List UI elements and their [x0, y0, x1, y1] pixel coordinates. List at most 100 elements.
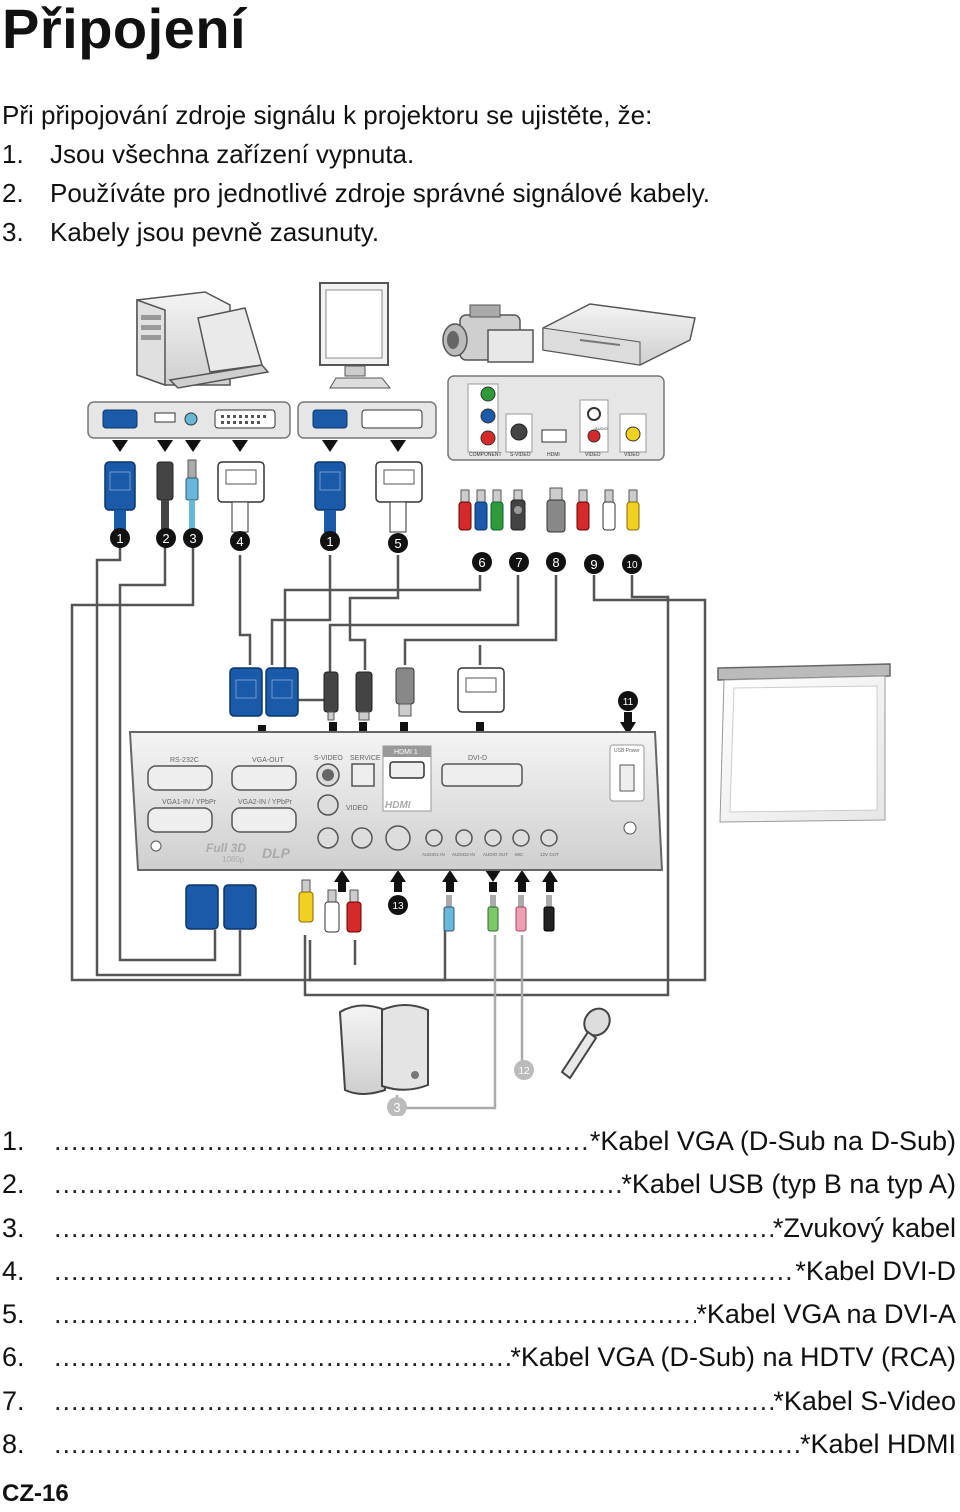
page-title: Připojení — [2, 0, 247, 60]
legend-item-number: 6. — [2, 1342, 25, 1373]
intro-item: 2. Používáte pro jednotlivé zdroje správn… — [2, 174, 710, 213]
hdmi-logo: HDMI — [385, 800, 411, 811]
av-port-panel: COMPONENT S-VIDEO HDMI VIDEO AUDIO VIDEO — [447, 375, 665, 461]
leader-dots — [54, 1213, 773, 1244]
legend-item-text: *Zvukový kabel — [772, 1212, 956, 1243]
src-hdmi-label: HDMI — [547, 452, 560, 458]
marker-label: 9 — [590, 557, 597, 572]
intro-block: Při připojování zdroje signálu k projekt… — [2, 96, 710, 252]
audio-jack-icon — [185, 459, 199, 530]
marker-label: 3 — [189, 531, 196, 546]
legend-item: 6. *Kabel VGA (D-Sub) na HDTV (RCA) — [2, 1342, 956, 1385]
src-video-label: VIDEO — [624, 452, 640, 458]
leader-dots — [54, 1299, 696, 1330]
connection-diagram: COMPONENT S-VIDEO HDMI VIDEO AUDIO VIDEO — [70, 282, 891, 1116]
microphone-image — [560, 1007, 611, 1080]
legend-item: 3. *Zvukový kabel — [2, 1213, 956, 1256]
legend-item: 8. *Kabel HDMI — [2, 1429, 956, 1472]
leader-dots — [54, 1126, 590, 1157]
cable-legend: 1.*Kabel VGA (D-Sub na D-Sub) 2. *Kabel U… — [2, 1126, 956, 1472]
page-number: CZ-16 — [2, 1480, 69, 1507]
legend-item-number: 8. — [2, 1429, 25, 1460]
vga1-in-port-label: VGA1-IN / YPbPr — [162, 799, 217, 806]
legend-item: 7.*Kabel S-Video — [2, 1386, 956, 1429]
hdmi1-port-label: HDMI 1 — [394, 749, 418, 756]
vga-connector-icon — [185, 884, 257, 930]
marker-label: 10 — [626, 560, 638, 571]
usb-connector-icon — [156, 461, 174, 532]
leader-dots — [54, 1429, 800, 1460]
src-component-label: COMPONENT — [469, 452, 502, 458]
intro-item-text: Používáte pro jednotlivé zdroje správné … — [50, 178, 711, 208]
pc-tower-image — [136, 291, 231, 387]
vga2-in-port-label: VGA2-IN / YPbPr — [238, 799, 293, 806]
leader-dots — [54, 1342, 510, 1373]
legend-item-text: *Kabel HDMI — [799, 1429, 956, 1460]
legend-item-number: 2. — [2, 1169, 25, 1200]
legend-item-number: 4. — [2, 1255, 25, 1286]
marker-label: 4 — [236, 534, 243, 549]
marker-label: 1 — [326, 534, 333, 549]
marker-label: 7 — [515, 555, 522, 570]
src-audio-label: AUDIO — [595, 426, 608, 431]
intro-lead: Při připojování zdroje signálu k projekt… — [2, 100, 653, 130]
legend-item: 5. *Kabel VGA na DVI-A — [2, 1299, 956, 1342]
leader-dots — [54, 1256, 795, 1287]
vga-connector-icon — [104, 461, 136, 535]
legend-item-text: *Kabel USB (typ B na typ A) — [621, 1169, 956, 1200]
dvi-d-port-label: DVI-D — [468, 755, 487, 762]
monitor-image — [319, 282, 392, 389]
service-port-label: SERVICE — [350, 755, 381, 762]
legend-item-text: *Kabel VGA na DVI-A — [696, 1299, 956, 1330]
svideo-port-label: S-VIDEO — [314, 755, 343, 762]
video-port-label: VIDEO — [346, 805, 368, 812]
audio-jack-icon — [443, 895, 555, 932]
usb-connector-icon — [355, 671, 373, 721]
marker-label: 13 — [392, 901, 404, 912]
dvd-player-image — [542, 303, 696, 366]
monitor-port-panel — [297, 401, 437, 439]
rca-audio-connectors-icon — [576, 489, 616, 531]
legend-item-text: *Kabel DVI-D — [795, 1255, 956, 1286]
marker-label: 12 — [518, 1066, 530, 1077]
rca-component-connectors-icon — [458, 489, 504, 531]
projection-screen-image — [717, 663, 891, 823]
legend-item-text: *Kabel VGA (D-Sub) na HDTV (RCA) — [510, 1342, 956, 1373]
svideo-connector-icon — [510, 489, 526, 531]
leader-dots — [54, 1386, 773, 1417]
intro-item-number: 3. — [2, 217, 24, 247]
src-video-label: VIDEO — [585, 452, 601, 458]
intro-item-number: 2. — [2, 178, 24, 208]
marker-label: 5 — [394, 536, 401, 551]
vga-out-port-label: VGA-OUT — [252, 757, 285, 764]
marker-label: 11 — [623, 697, 634, 708]
intro-item: 1.Jsou všechna zařízení vypnuta. — [2, 135, 710, 174]
projector-rear-panel: RS-232C VGA-OUT S-VIDEO SERVICE HDMI 1 H… — [128, 731, 664, 871]
rs232c-port-label: RS-232C — [170, 757, 199, 764]
svideo-connector-icon — [323, 671, 339, 721]
laptop-image — [168, 307, 270, 389]
1080p-logo: 1080p — [222, 855, 245, 864]
full3d-logo: Full 3D — [206, 841, 246, 855]
intro-item-text: Kabely jsou pevně zasunuty. — [50, 217, 380, 247]
cable-lines — [70, 545, 707, 997]
marker-label: 3 — [393, 1100, 400, 1115]
legend-item-number: 1. — [2, 1126, 25, 1156]
marker-label: 2 — [162, 531, 169, 546]
legend-item-number: 5. — [2, 1299, 25, 1330]
pc-port-panel — [87, 401, 291, 439]
legend-item-number: 7. — [2, 1385, 25, 1416]
legend-item: 4. *Kabel DVI-D — [2, 1256, 956, 1299]
audio1-in-port-label: AUDIO1-IN — [422, 852, 445, 857]
marker-label: 1 — [116, 531, 123, 546]
intro-item-text: Jsou všechna zařízení vypnuta. — [50, 139, 415, 169]
vga-connector-icon — [314, 461, 346, 535]
dlp-logo: DLP — [262, 845, 291, 861]
marker-label: 6 — [478, 555, 485, 570]
marker-label: 8 — [552, 555, 559, 570]
audio-out-port-label: AUDIO OUT — [483, 852, 508, 857]
speakers-image — [338, 1004, 429, 1095]
legend-item-number: 3. — [2, 1212, 25, 1243]
mic-port-label: MIC — [515, 852, 524, 857]
legend-item: 1.*Kabel VGA (D-Sub na D-Sub) — [2, 1126, 956, 1169]
